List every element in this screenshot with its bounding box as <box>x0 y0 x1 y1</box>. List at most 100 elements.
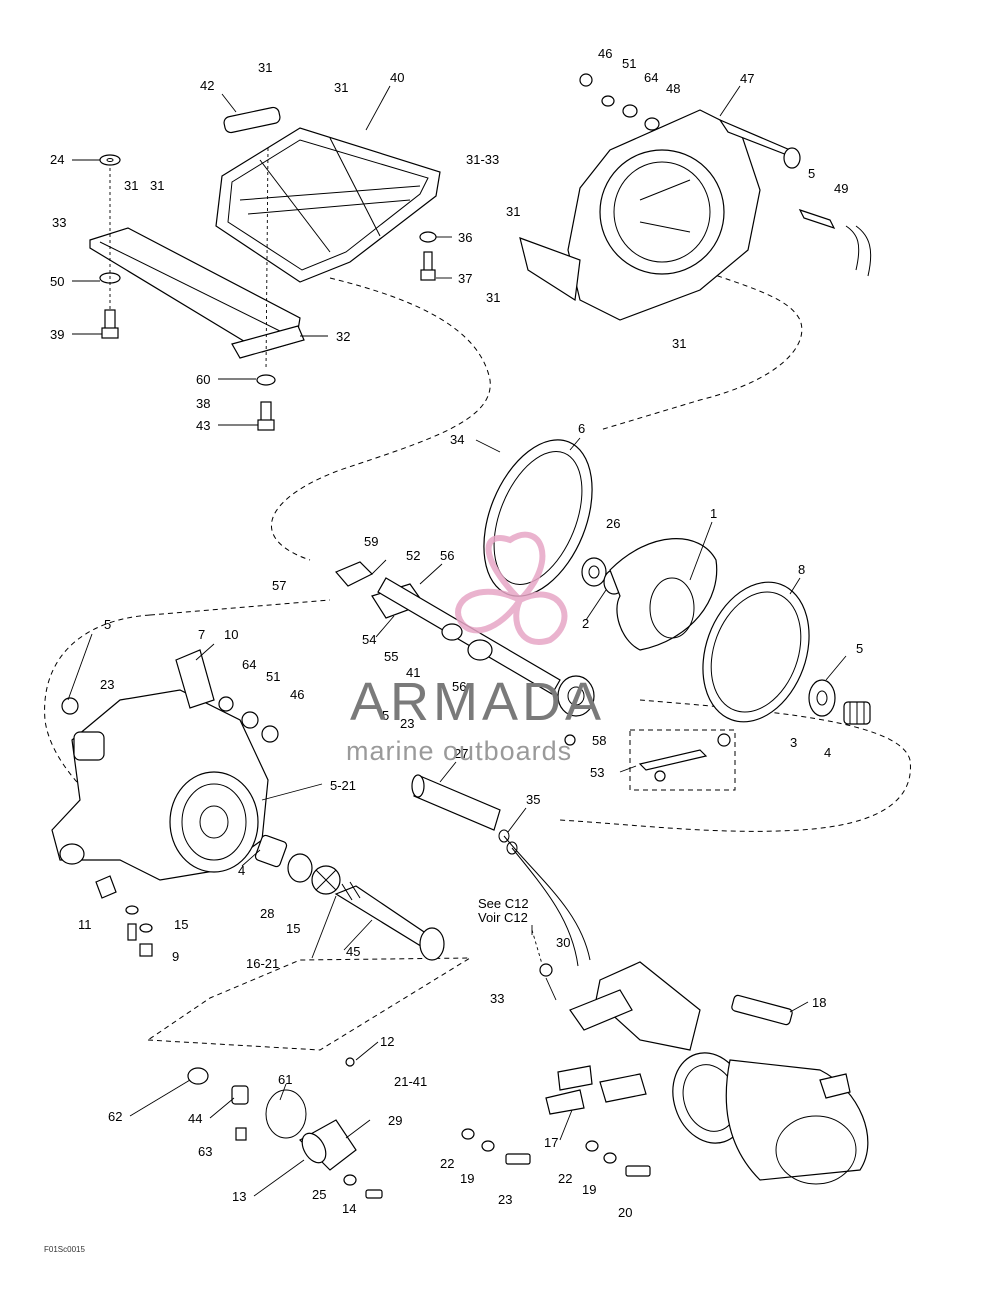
part-callout: 35 <box>526 792 540 807</box>
part-callout: 31 <box>258 60 272 75</box>
part-callout: 45 <box>346 944 360 959</box>
part-callout: 1 <box>710 506 717 521</box>
part-callout: 4 <box>824 745 831 760</box>
part-callout: 15 <box>174 917 188 932</box>
part-callout: 53 <box>590 765 604 780</box>
leader-lines <box>67 85 847 1197</box>
group-outlines <box>44 269 911 1051</box>
middle-components <box>483 439 871 725</box>
part-callout: 15 <box>286 921 300 936</box>
part-callout: 42 <box>200 78 214 93</box>
part-callout: 62 <box>108 1109 122 1124</box>
part-callout: 31 <box>334 80 348 95</box>
part-callout: 56 <box>452 679 466 694</box>
part-callout: 5 <box>856 641 863 656</box>
part-callout: 23 <box>498 1192 512 1207</box>
part-callout: 54 <box>362 632 376 647</box>
part-callout: 6 <box>578 421 585 436</box>
part-callout: 48 <box>666 81 680 96</box>
part-callout: 51 <box>622 56 636 71</box>
part-callout: 30 <box>556 935 570 950</box>
part-callout: 14 <box>342 1201 356 1216</box>
reference-note: See C12 Voir C12 <box>478 896 529 925</box>
part-callout: 34 <box>450 432 464 447</box>
part-callout: 25 <box>312 1187 326 1202</box>
part-callout: 3 <box>790 735 797 750</box>
part-callout: 57 <box>272 578 286 593</box>
part-callout: 31 <box>506 204 520 219</box>
part-callout: 9 <box>172 949 179 964</box>
part-callout: 23 <box>400 716 414 731</box>
part-callout: 43 <box>196 418 210 433</box>
part-callout: 47 <box>740 71 754 86</box>
pump-housing <box>51 649 279 957</box>
part-callout: 55 <box>384 649 398 664</box>
part-callout: 5 <box>382 708 389 723</box>
part-callout: 31 <box>486 290 500 305</box>
part-callout: 33 <box>490 991 504 1006</box>
mounting-plate-assembly <box>89 106 441 371</box>
part-callout: 28 <box>260 906 274 921</box>
drawing-code: F01Sc0015 <box>44 1245 85 1254</box>
part-callout: 12 <box>380 1034 394 1049</box>
part-callout: 58 <box>592 733 606 748</box>
part-callout: 4 <box>238 863 245 878</box>
top-left-hardware <box>99 154 437 431</box>
part-callout: 16-21 <box>246 956 279 971</box>
shaft-assembly <box>335 561 731 855</box>
part-callout: 41 <box>406 665 420 680</box>
part-callout: 63 <box>198 1144 212 1159</box>
part-callout: 46 <box>598 46 612 61</box>
part-callout: 19 <box>460 1171 474 1186</box>
part-callout: 49 <box>834 181 848 196</box>
part-callout: 11 <box>78 917 92 932</box>
watermark: ARMADA marine outboards <box>346 531 605 766</box>
part-callout: 5 <box>808 166 815 181</box>
watermark-brand: ARMADA <box>350 672 605 732</box>
part-callout: 38 <box>196 396 210 411</box>
part-callout: 31 <box>150 178 164 193</box>
part-callout: 39 <box>50 327 64 342</box>
part-callout: 51 <box>266 669 280 684</box>
part-callout: 27 <box>454 746 468 761</box>
part-callout: 61 <box>278 1072 292 1087</box>
part-callout: 46 <box>290 687 304 702</box>
watermark-logo <box>455 531 568 645</box>
part-callout: 19 <box>582 1182 596 1197</box>
part-callout: 44 <box>188 1111 202 1126</box>
part-callout: 10 <box>224 627 238 642</box>
part-callout: 31 <box>672 336 686 351</box>
part-callout: 5 <box>104 617 111 632</box>
part-callout: 17 <box>544 1135 558 1150</box>
part-callout: 37 <box>458 271 472 286</box>
part-callout: 24 <box>50 152 64 167</box>
part-callout: 31-33 <box>466 152 499 167</box>
part-callout: 56 <box>440 548 454 563</box>
cone-assembly <box>187 1057 651 1199</box>
part-callout: 22 <box>558 1171 572 1186</box>
part-callout: 21-41 <box>394 1074 427 1089</box>
nozzle-assembly <box>503 835 869 1185</box>
housing-assembly <box>519 73 872 321</box>
part-callout: 8 <box>798 562 805 577</box>
part-callout: 32 <box>336 329 350 344</box>
part-callout: 20 <box>618 1205 632 1220</box>
part-callout: 33 <box>52 215 66 230</box>
part-callout: 40 <box>390 70 404 85</box>
callout-labels: 42 31 31 40 24 31 31 31-33 33 36 37 50 3… <box>50 46 863 1220</box>
part-callout: 31 <box>124 178 138 193</box>
part-callout: 7 <box>198 627 205 642</box>
part-callout: 52 <box>406 548 420 563</box>
part-callout: 36 <box>458 230 472 245</box>
reference-line-2: Voir C12 <box>478 910 528 925</box>
impeller-shaft <box>254 834 445 961</box>
part-callout: 60 <box>196 372 210 387</box>
part-callout: 13 <box>232 1189 246 1204</box>
part-callout: 5-21 <box>330 778 356 793</box>
part-callout: 18 <box>812 995 826 1010</box>
part-callout: 64 <box>644 70 658 85</box>
part-callout: 2 <box>582 616 589 631</box>
part-callout: 22 <box>440 1156 454 1171</box>
part-callout: 26 <box>606 516 620 531</box>
